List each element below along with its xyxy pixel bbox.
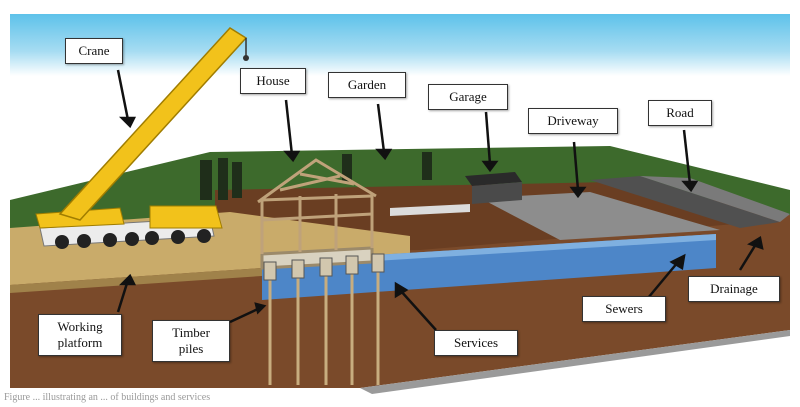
garden-bed (390, 204, 470, 216)
pointer-arrows (116, 69, 764, 331)
road-surface (590, 176, 780, 228)
label-crane: Crane (65, 38, 123, 64)
label-drainage: Drainage (688, 276, 780, 302)
pile-caps (263, 253, 385, 281)
foundation-base (360, 330, 790, 394)
label-garage: Garage (428, 84, 508, 110)
garage-building (465, 172, 522, 204)
label-driveway: Driveway (528, 108, 618, 134)
label-road: Road (648, 100, 712, 126)
figure-caption: Figure ... illustrating an ... of buildi… (4, 392, 211, 403)
trees (200, 152, 432, 200)
sky (10, 14, 790, 76)
driveway-surface (480, 192, 720, 240)
label-timber-piles: Timber piles (152, 320, 230, 362)
label-garden: Garden (328, 72, 406, 98)
timber-piles (268, 260, 380, 385)
water-channel (262, 234, 716, 300)
label-working-platform: Working platform (38, 314, 122, 356)
crane (35, 27, 249, 249)
label-sewers: Sewers (582, 296, 666, 322)
house-frame (257, 158, 377, 270)
label-services: Services (434, 330, 518, 356)
label-house: House (240, 68, 306, 94)
